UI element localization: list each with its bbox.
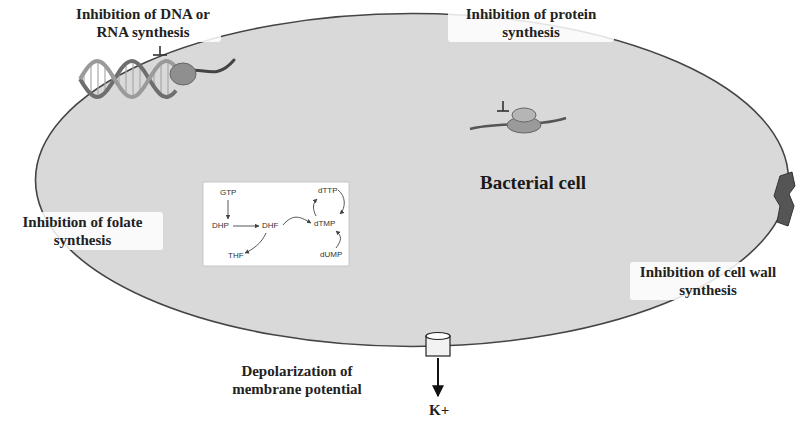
pathway-arrow <box>336 231 341 248</box>
pathway-label: GTP <box>220 188 236 198</box>
inhibit-bar <box>497 110 509 112</box>
mechanism-label: Inhibition of cell wall synthesis <box>630 262 786 300</box>
inhibit-bar <box>153 54 167 56</box>
pathway-arrow <box>233 226 259 227</box>
polymerase <box>170 63 196 85</box>
pathway-panel <box>203 182 349 266</box>
mechanism-label: Inhibition of DNA or RNA synthesis <box>65 4 221 42</box>
cell-membrane <box>36 14 789 347</box>
inhibit-symbol <box>497 101 509 111</box>
helix-strand <box>80 61 176 97</box>
pathway-arrow <box>283 217 311 225</box>
pathway-label: DHP <box>212 221 229 231</box>
ion-label: K+ <box>429 401 449 419</box>
pathway-label: DHF <box>262 221 278 231</box>
pathway-label: dTTP <box>318 186 338 196</box>
pathway-label: dTMP <box>314 219 335 229</box>
ribosome-large <box>507 117 541 133</box>
efflux-arrow <box>437 358 439 396</box>
helix-strand <box>80 61 176 97</box>
mechanism-label: Inhibition of protein synthesis <box>448 4 614 42</box>
pathway-arrow <box>338 190 344 214</box>
helix-rung <box>146 76 147 83</box>
dna-helix <box>80 61 176 97</box>
cell-label: Bacterial cell <box>480 172 586 194</box>
channel-top <box>426 333 450 340</box>
pathway-label: THF <box>228 251 244 261</box>
mechanism-label: Inhibition of folate synthesis <box>2 212 163 250</box>
helix-rung <box>111 75 112 83</box>
pathway-label: dUMP <box>320 250 342 260</box>
inhibit-symbol <box>153 46 167 55</box>
mrna-strand <box>470 118 566 129</box>
rna-strand <box>182 60 234 74</box>
pathway-arrow <box>245 233 266 253</box>
pathway-arrow <box>228 200 229 219</box>
cell-wall-fragment <box>774 172 795 226</box>
helix-rung <box>132 61 133 97</box>
helix-rung <box>153 71 154 86</box>
ion-channel <box>426 336 450 356</box>
helix-rung <box>97 61 98 97</box>
pathway-arrows <box>228 190 344 253</box>
pathway-arrow <box>313 199 317 216</box>
ribosome-small <box>512 108 536 122</box>
mechanism-label: Depolarization of membrane potential <box>222 362 372 398</box>
helix-rung <box>139 66 140 93</box>
helix-rung <box>83 73 84 86</box>
helix-rung <box>104 65 105 92</box>
inhibit-stem <box>159 46 161 55</box>
helix-rung <box>125 63 126 94</box>
helix-rung <box>118 72 119 86</box>
helix-rung <box>90 64 91 94</box>
helix-rung <box>160 63 161 95</box>
helix-rung <box>167 61 168 97</box>
inhibit-stem <box>502 101 504 111</box>
